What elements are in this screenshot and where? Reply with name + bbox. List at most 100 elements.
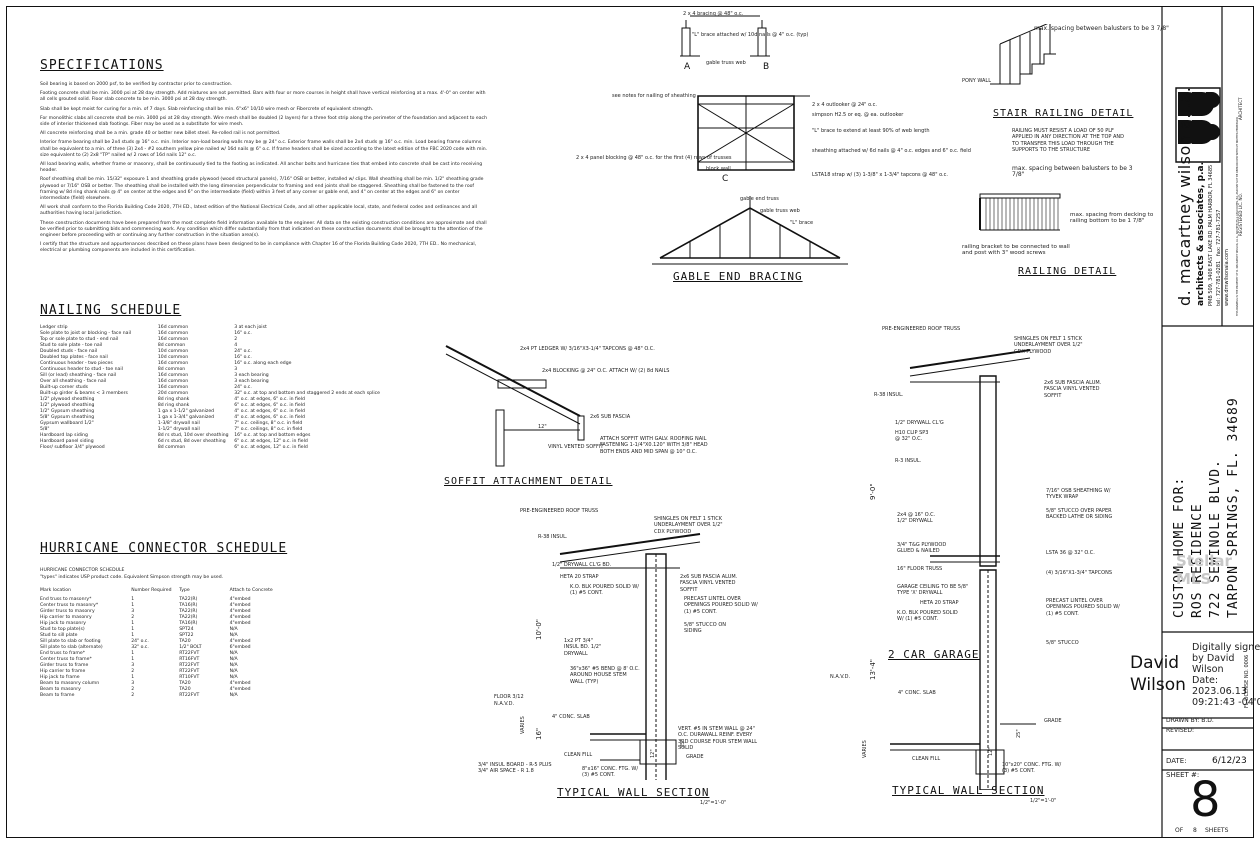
table-cell: Girder truss to masonry [40,609,95,614]
wall-section-1-scale: 1/2"=1'-0" [700,800,727,806]
firm-subtitle: architects & associates, p.a. [1196,162,1206,306]
wall1-label-ko: K.O. BLK POURED SOLID W/ (1) #5 CONT. [570,584,639,597]
wall1-label-slab: 4" CONC. SLAB [552,714,590,720]
wall2-label-slab: 4" CONC. SLAB [898,690,936,696]
license-number: FL LICENSE NO. 0006 [1244,654,1250,708]
wall1-label-floor: FLOOR 3/12 [494,694,524,700]
wall1-label-lintel: PRECAST LINTEL OVER OPENINGS POURED SOLI… [684,596,758,615]
wall2-dim-25: 25" [1016,729,1022,738]
table-cell: 6" o.c. at edges, 6" o.c. in field [234,403,305,408]
table-cell: 10d common [157,355,189,360]
wall2-label-stucco2: 5/8" STUCCO [1046,640,1079,646]
table-cell: Center truss to frame* [40,657,92,662]
table-cell: Hip jack to frame [40,675,80,680]
wall-section-2-scale: 1/2"=1'-0" [1030,798,1057,804]
table-cell: 1 [131,621,135,626]
table-cell: Beam to masonry [40,687,81,692]
table-row: Sill plate to slab (alternate)32" o.c.1/… [40,645,280,651]
wall1-label-fascia: 2x6 SUB FASCIA ALUM. FASCIA VINYL VENTED… [680,574,738,593]
firm-logo [1176,88,1220,162]
table-cell: 4"embed [229,603,251,608]
hurricane-subtitle: HURRICANE CONNECTOR SCHEDULE [40,568,125,573]
table-cell: 32" o.c. [131,645,149,650]
table-cell: 1 [131,627,135,632]
spec-paragraph: I certify that the structure and appurte… [40,242,477,254]
table-cell: TA20 [179,639,191,644]
wall2-label-fascia: 2x6 SUB FASCIA ALUM. FASCIA VINYL VENTED… [1044,380,1102,399]
wall2-label-h10: H10 CLIP SP3 @ 32" O.C. [895,430,929,443]
table-header-cell: Attach to Concrete [229,588,273,593]
table-cell: RT22FVT [179,663,200,668]
specifications-body: Soil bearing is based on 2000 psf, to be… [40,82,490,258]
wall-section-1-title: TYPICAL WALL SECTION [557,786,710,799]
table-cell: 3 each bearing [234,379,269,384]
wall1-dim-25: 25" [680,739,686,748]
wall1-label-stucco: 5/8" STUCCO ON SIDING [684,622,727,635]
table-cell: N/A [229,651,238,656]
table-row: Ledger strip 16d common 3 at each joist [40,325,380,331]
wall2-dim-12: 12" [988,747,994,756]
gable-label-end-truss: gable end truss [740,196,779,202]
railing-load-note: RAILING MUST RESIST A LOAD OF 50 PLF APP… [1012,128,1125,154]
gable-label-outlooker: 2 x 4 outlooker @ 24" o.c. [812,102,877,108]
table-cell: TA22(R) [179,615,198,620]
signature-name: David Wilson [1130,653,1186,695]
wall2-label-r38: R-38 INSUL. [874,392,904,398]
gable-label-l-brace2: "L" brace [790,220,814,226]
table-cell: 16d common [157,373,189,378]
gable-label-simpson: simpson H2.5 or eq. @ ea. outlooker [812,112,904,118]
spec-paragraph: Footing concrete shall be min. 3000 psi … [40,91,486,103]
table-cell: 4" o.c. at edges, 6" o.c. in field [234,415,305,420]
table-cell: Gypsum wallboard 1/2" [40,421,94,426]
gable-label-web: gable truss web [706,60,746,66]
table-cell: 3 at each joist [234,325,267,330]
table-header-cell: Mark location [40,588,72,593]
wall1-label-drywall: 1/2" DRYWALL CL'G BD. [552,562,612,568]
table-cell: RT22FVT [179,693,200,698]
wall2-label-lintel: PRECAST LINTEL OVER OPENINGS POURED SOLI… [1046,598,1120,617]
table-cell: 2 [131,687,135,692]
gable-end-bracing-drawing [600,8,960,298]
soffit-dim: 12" [538,424,547,430]
table-cell: Over all sheathing - face nail [40,379,107,384]
table-cell: TA20 [179,687,191,692]
table-cell: Ledger strip [40,325,68,330]
spec-paragraph: For monolithic slabs all concrete shall … [40,115,487,128]
table-cell: 16d common [157,361,189,366]
table-cell: 10d common [157,349,189,354]
table-cell: 4"embed [229,681,251,686]
table-cell: 1/2" plywood sheathing [40,397,95,402]
railing-bracket-note: railing bracket to be connected to wall … [962,244,1070,257]
table-cell: 16" o.c. along each edge [234,361,292,366]
section-c-label: C [722,174,729,184]
gable-label-extend: "L" brace to extend at least 90% of web … [812,128,930,134]
table-cell: 16d common [157,325,189,330]
table-cell: 4 [234,343,238,348]
table-cell: 6d rs stud, 8d over sheathing [157,439,226,444]
table-cell: 1 [131,675,135,680]
stair-railing-drawing [960,24,1160,274]
table-cell: 2 [131,615,135,620]
wall2-dim-13: 13'-4" [869,658,877,680]
table-row: Gypsum wallboard 1/2"1-3/8" drywall nail… [40,421,380,427]
table-cell: 4"embed [229,597,251,602]
table-cell: N/A [229,693,238,698]
wall1-label-truss: PRE-ENGINEERED ROOF TRUSS [520,508,599,514]
table-cell: Stud to sole plate - toe nail [40,343,103,348]
sheet-total: 8 [1193,827,1197,834]
wall1-label-heta: HETA 20 STRAP [560,574,599,580]
sheet-of-label: OF [1175,827,1184,834]
table-cell: Continuous header to stud - toe nail [40,367,123,372]
table-cell: 3 [131,663,135,668]
table-cell: 4"embed [229,639,251,644]
